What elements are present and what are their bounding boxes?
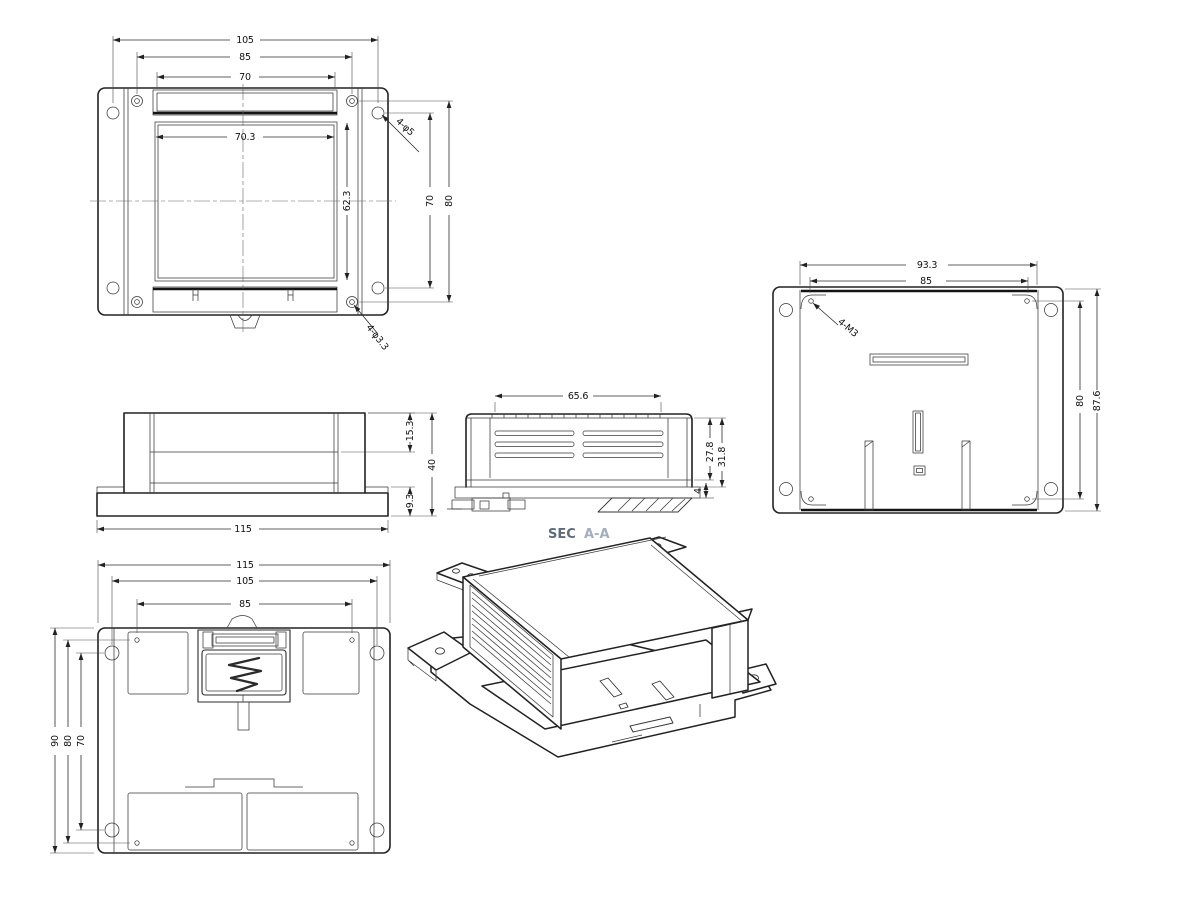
iso-louvers [471, 591, 552, 705]
svg-text:80: 80 [1075, 395, 1086, 407]
svg-text:85: 85 [920, 276, 932, 287]
svg-text:90: 90 [50, 735, 61, 747]
svg-text:9.3: 9.3 [405, 494, 416, 509]
svg-text:4-φ3.3: 4-φ3.3 [364, 322, 391, 352]
svg-text:105: 105 [236, 35, 254, 46]
dim-back-87-6: 87.6 [1065, 288, 1103, 512]
section-label-aa: A-A [584, 527, 610, 542]
dim-top-80: 80 [359, 100, 455, 303]
dim-top-70-3: 70.3 [156, 132, 334, 143]
din-clip-bottom [197, 615, 291, 731]
top-view-holes [106, 95, 385, 308]
bottom-holes [104, 637, 385, 846]
svg-text:115: 115 [236, 560, 254, 571]
dim-bottom-90: 90 [50, 627, 94, 854]
iso-vent-face [462, 576, 562, 730]
dim-back-93-3: 93.3 [799, 260, 1038, 285]
svg-text:70.3: 70.3 [235, 132, 256, 143]
svg-text:4-φ5: 4-φ5 [393, 116, 416, 138]
dim-bottom-105: 105 [111, 576, 378, 645]
dim-side-115: 115 [96, 520, 389, 535]
back-outline [772, 286, 1064, 514]
svg-text:40: 40 [427, 459, 438, 471]
section-view: 65.6 27.8 31.8 4 SEC A-A [447, 391, 728, 542]
svg-text:70: 70 [76, 735, 87, 747]
svg-text:65.6: 65.6 [568, 391, 589, 402]
dim-top-62-3: 62.3 [342, 122, 353, 280]
section-label-sec: SEC [548, 527, 576, 542]
svg-text:115: 115 [234, 524, 252, 535]
svg-text:70: 70 [239, 72, 251, 83]
bottom-view: 115 105 85 90 80 [50, 560, 391, 854]
top-view: 105 85 70 70.3 62.3 70 [90, 35, 455, 353]
svg-text:31.8: 31.8 [717, 447, 728, 468]
side-view: 15.3 40 9.3 115 [96, 412, 438, 535]
back-features [864, 353, 971, 511]
svg-text:62.3: 62.3 [342, 191, 353, 212]
isometric-view [407, 536, 777, 758]
svg-text:15.3: 15.3 [405, 421, 416, 442]
dim-top-105: 105 [112, 35, 379, 103]
dim-top-70: 70 [156, 72, 336, 88]
leader-4-m3: 4-M3 [812, 302, 860, 340]
dim-bottom-80: 80 [63, 639, 130, 844]
dim-back-80: 80 [1032, 300, 1086, 500]
dim-bottom-85: 85 [136, 599, 353, 633]
dim-top-85: 85 [136, 52, 353, 94]
svg-text:4: 4 [693, 488, 704, 494]
svg-text:105: 105 [236, 576, 254, 587]
back-holes [779, 298, 1058, 502]
svg-text:85: 85 [239, 52, 251, 63]
dim-top-70-right: 70 [385, 112, 436, 289]
dim-back-85: 85 [809, 276, 1029, 293]
svg-text:27.8: 27.8 [705, 442, 716, 463]
section-outline [454, 413, 701, 499]
svg-text:85: 85 [239, 599, 251, 610]
hatched-foot [597, 497, 693, 513]
section-vents [494, 430, 664, 458]
back-view: 93.3 85 80 87.6 4-M3 [772, 260, 1103, 514]
dim-bottom-115: 115 [97, 560, 391, 623]
section-label: SEC A-A [548, 527, 610, 542]
dim-section-4: 4 [693, 483, 714, 499]
svg-text:4-M3: 4-M3 [835, 317, 860, 340]
leader-4-phi3-3: 4-φ3.3 [353, 304, 391, 353]
svg-text:80: 80 [444, 195, 455, 207]
svg-text:87.6: 87.6 [1092, 391, 1103, 412]
dim-side-40: 40 [368, 412, 438, 517]
bottom-outline [97, 627, 391, 854]
iso-rail-tab [629, 716, 674, 733]
dim-section-65-6: 65.6 [494, 391, 662, 412]
svg-text:93.3: 93.3 [917, 260, 938, 271]
dim-side-15-3: 15.3 [341, 412, 416, 453]
side-view-outline [96, 412, 389, 517]
din-clip-section [447, 492, 526, 512]
svg-text:80: 80 [63, 735, 74, 747]
dim-side-9-3: 9.3 [391, 486, 416, 516]
svg-text:70: 70 [425, 195, 436, 207]
dim-bottom-70: 70 [76, 652, 104, 831]
